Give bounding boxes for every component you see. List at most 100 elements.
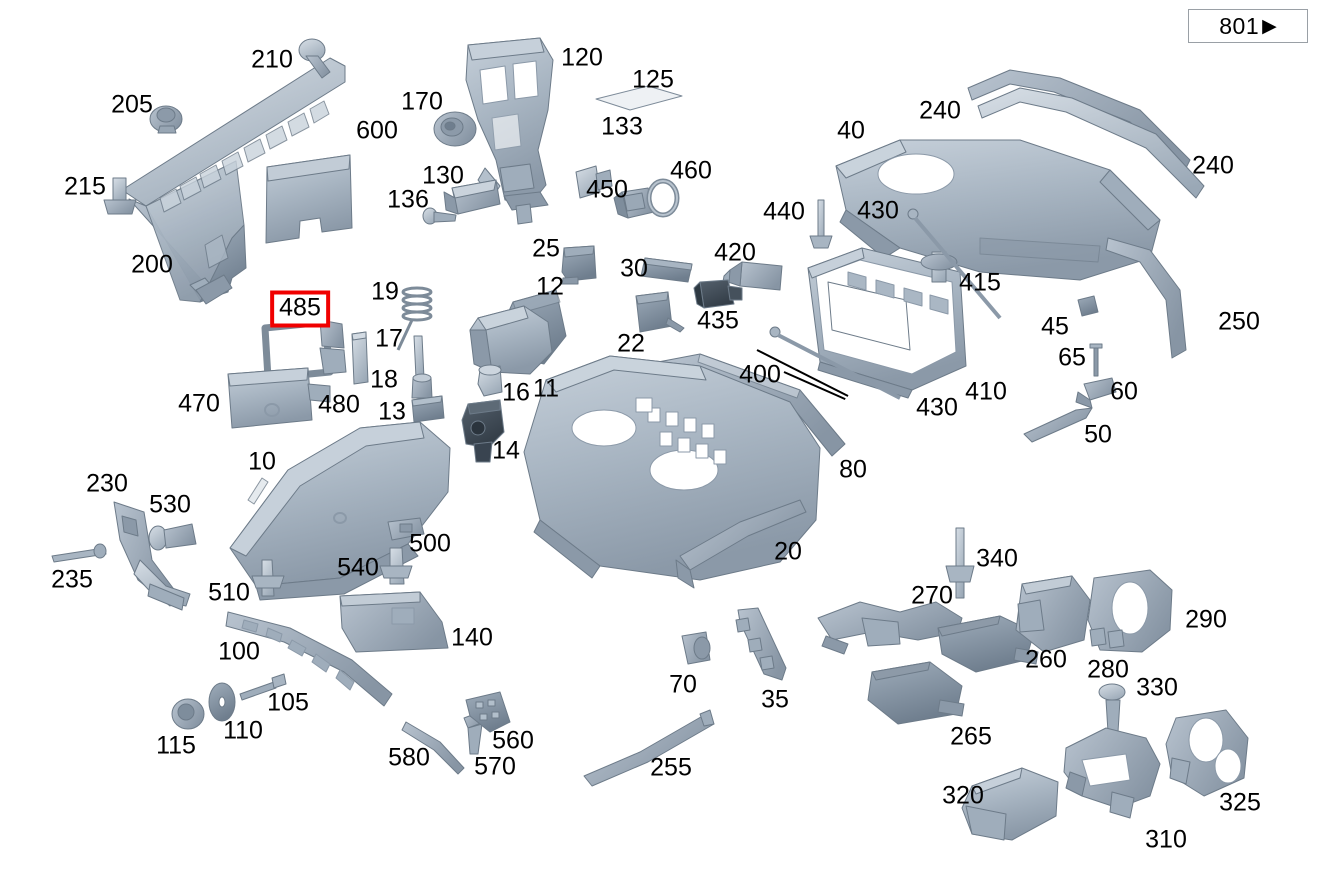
part-callout-80[interactable]: 80 [839, 455, 867, 484]
part-callout-430b[interactable]: 430 [916, 393, 958, 422]
part-callout-440[interactable]: 440 [763, 197, 805, 226]
part-callout-485[interactable]: 485 [270, 290, 330, 328]
page-reference-box[interactable]: 801 ▶ [1188, 9, 1308, 43]
part-callout-65[interactable]: 65 [1058, 343, 1086, 372]
part-260-heat-shield [937, 615, 1039, 673]
part-callout-16[interactable]: 16 [502, 378, 530, 407]
part-500-clip [387, 517, 425, 541]
part-callout-600[interactable]: 600 [356, 116, 398, 145]
part-callout-50[interactable]: 50 [1084, 420, 1112, 449]
part-callout-280[interactable]: 280 [1087, 655, 1129, 684]
part-callout-435[interactable]: 435 [697, 306, 739, 335]
page-reference-number: 801 [1219, 12, 1260, 39]
part-callout-480[interactable]: 480 [318, 390, 360, 419]
part-callout-250[interactable]: 250 [1218, 307, 1260, 336]
part-callout-140[interactable]: 140 [451, 623, 493, 652]
part-callout-35[interactable]: 35 [761, 685, 789, 714]
part-callout-260[interactable]: 260 [1025, 645, 1067, 674]
part-callout-100[interactable]: 100 [218, 637, 260, 666]
part-callout-420[interactable]: 420 [714, 238, 756, 267]
part-105-screw [239, 673, 287, 701]
part-callout-11[interactable]: 11 [533, 374, 559, 403]
part-callout-450[interactable]: 450 [586, 175, 628, 204]
part-320-tailpipe [961, 767, 1059, 841]
part-125-seal [595, 85, 683, 111]
part-callout-18[interactable]: 18 [370, 365, 398, 394]
part-330-housing [1015, 575, 1091, 653]
part-callout-500[interactable]: 500 [409, 529, 451, 558]
part-50-trim [1023, 407, 1093, 443]
part-callout-133[interactable]: 133 [601, 112, 643, 141]
part-callout-45[interactable]: 45 [1041, 312, 1069, 341]
part-60-bracket [1075, 377, 1117, 409]
part-325-bezel [1165, 709, 1249, 797]
part-callout-215[interactable]: 215 [64, 172, 106, 201]
part-callout-10[interactable]: 10 [248, 447, 276, 476]
part-255-trim [583, 709, 715, 787]
part-callout-205[interactable]: 205 [111, 90, 153, 119]
part-callout-60[interactable]: 60 [1110, 377, 1138, 406]
part-callout-415[interactable]: 415 [959, 268, 1001, 297]
part-callout-130[interactable]: 130 [422, 161, 464, 190]
part-136-rivet [422, 207, 457, 225]
part-callout-105[interactable]: 105 [267, 688, 309, 717]
part-callout-13[interactable]: 13 [378, 397, 406, 426]
part-30-strip [640, 257, 693, 283]
part-callout-510[interactable]: 510 [208, 578, 250, 607]
part-callout-70[interactable]: 70 [669, 670, 697, 699]
part-callout-400[interactable]: 400 [739, 360, 781, 389]
part-callout-110[interactable]: 110 [223, 716, 263, 745]
part-235-pin [51, 543, 107, 563]
part-callout-19[interactable]: 19 [371, 277, 399, 306]
part-callout-14[interactable]: 14 [492, 436, 520, 465]
part-530-rivet [148, 523, 197, 551]
part-callout-210[interactable]: 210 [251, 45, 293, 74]
part-215-rivet [103, 177, 137, 215]
part-callout-240b[interactable]: 240 [1192, 151, 1234, 180]
part-callout-20[interactable]: 20 [774, 537, 802, 566]
part-100-absorber [225, 611, 393, 707]
part-25-cover [561, 245, 597, 285]
part-callout-570[interactable]: 570 [474, 752, 516, 781]
part-callout-235[interactable]: 235 [51, 565, 93, 594]
part-callout-580[interactable]: 580 [388, 743, 430, 772]
part-callout-265[interactable]: 265 [950, 722, 992, 751]
part-callout-460[interactable]: 460 [670, 156, 712, 185]
part-callout-320[interactable]: 320 [942, 781, 984, 810]
part-callout-530[interactable]: 530 [149, 490, 191, 519]
part-19-spring [396, 286, 433, 351]
part-callout-430a[interactable]: 430 [857, 196, 899, 225]
part-340-rivet [945, 527, 975, 599]
part-callout-17[interactable]: 17 [375, 324, 403, 353]
part-callout-325[interactable]: 325 [1219, 788, 1261, 817]
part-callout-30[interactable]: 30 [620, 254, 648, 283]
part-callout-40[interactable]: 40 [837, 116, 865, 145]
part-callout-230[interactable]: 230 [86, 469, 128, 498]
part-callout-25[interactable]: 25 [532, 234, 560, 263]
part-callout-340[interactable]: 340 [976, 544, 1018, 573]
part-callout-125[interactable]: 125 [632, 65, 674, 94]
part-600-cover [265, 154, 353, 244]
part-callout-170[interactable]: 170 [401, 87, 443, 116]
part-callout-115[interactable]: 115 [156, 731, 196, 760]
part-callout-310[interactable]: 310 [1145, 825, 1187, 854]
part-13-bushing [411, 395, 445, 423]
part-470-ecu [227, 367, 331, 429]
part-callout-290[interactable]: 290 [1185, 605, 1227, 634]
part-callout-240a[interactable]: 240 [919, 96, 961, 125]
part-callout-560[interactable]: 560 [492, 726, 534, 755]
part-callout-540[interactable]: 540 [337, 553, 379, 582]
part-callout-136[interactable]: 136 [387, 185, 429, 214]
part-callout-12[interactable]: 12 [536, 272, 564, 301]
part-callout-120[interactable]: 120 [561, 43, 603, 72]
part-480-pin [351, 331, 369, 385]
part-callout-470[interactable]: 470 [178, 389, 220, 418]
part-callout-255[interactable]: 255 [650, 753, 692, 782]
part-210-clip [298, 38, 331, 79]
part-callout-330[interactable]: 330 [1136, 673, 1178, 702]
part-callout-270[interactable]: 270 [911, 581, 953, 610]
part-callout-200[interactable]: 200 [131, 250, 173, 279]
part-callout-410[interactable]: 410 [965, 377, 1007, 406]
part-callout-22[interactable]: 22 [617, 329, 645, 358]
